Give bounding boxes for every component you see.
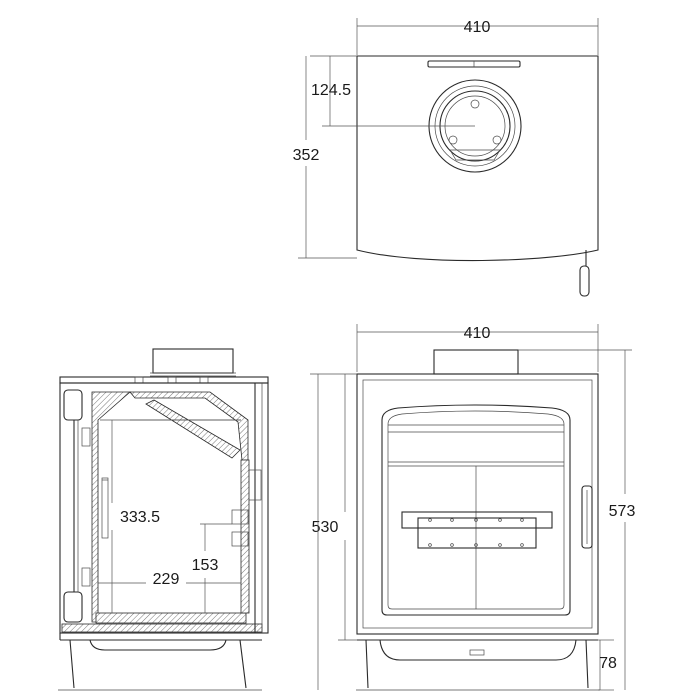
top-handle xyxy=(579,250,590,297)
front-leg-height-label: 78 xyxy=(599,655,617,672)
section-top-plate xyxy=(59,376,269,384)
flue-offset-dimension: 124.5 xyxy=(310,55,475,127)
front-view: 410 xyxy=(310,324,636,691)
front-height-dimension: 530 xyxy=(312,374,357,641)
top-plate-outline xyxy=(356,55,599,262)
front-flue-spigot xyxy=(433,349,519,375)
section-lower-label: 153 xyxy=(192,557,219,574)
front-grate-bar xyxy=(401,511,553,549)
firebox-liners xyxy=(61,391,263,633)
front-height-label: 530 xyxy=(312,519,339,536)
front-width-label: 410 xyxy=(464,325,491,342)
front-total-height-dimension: 573 xyxy=(310,349,636,690)
front-door-glass xyxy=(381,404,571,616)
top-width-dimension: 410 xyxy=(356,18,599,55)
front-total-height-label: 573 xyxy=(609,503,636,520)
front-legs xyxy=(356,639,600,691)
front-door-handle xyxy=(581,485,593,549)
front-leg-height-dimension: 78 xyxy=(598,639,617,691)
top-depth-dimension: 352 xyxy=(293,56,357,259)
top-view: 410 124.5 xyxy=(293,18,599,297)
section-legs xyxy=(58,633,262,691)
section-base-depth-label: 229 xyxy=(153,571,180,588)
top-depth-label: 352 xyxy=(293,147,320,164)
front-width-dimension: 410 xyxy=(356,324,599,372)
section-view: 333.5 153 229 xyxy=(58,348,269,691)
section-rear-convector xyxy=(231,383,263,633)
front-body-outline xyxy=(356,373,599,635)
section-dimensions: 333.5 153 229 xyxy=(97,419,241,613)
section-body-outline xyxy=(59,382,269,634)
top-width-label: 410 xyxy=(464,19,491,36)
section-height-label: 333.5 xyxy=(120,509,160,526)
flue-offset-label: 124.5 xyxy=(311,82,351,99)
section-door xyxy=(63,389,91,623)
section-flue-spigot xyxy=(152,348,234,374)
